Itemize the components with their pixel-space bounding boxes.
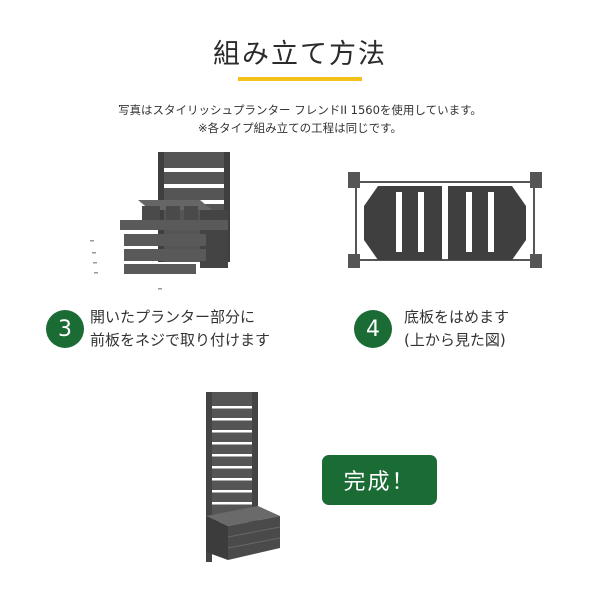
page-title: 組み立て方法 [213, 39, 387, 70]
planter-box-open [120, 200, 228, 268]
step4-line2: (上から見た図) [404, 331, 506, 349]
bottom-boards [364, 186, 526, 260]
planter-box [206, 506, 281, 560]
front-boards [124, 234, 206, 274]
step3-line2: 前板をネジで取り付けます [90, 331, 271, 349]
completed-planter-illustration [206, 392, 281, 562]
note-same-process: ※各タイプ組み立ての工程は同じです。 [198, 121, 402, 135]
step4-illustration [348, 172, 542, 268]
step3-line1: 開いたプランター部分に [90, 308, 256, 326]
completion-badge: 完成！ [322, 455, 437, 505]
corner-posts [348, 172, 542, 268]
trellis-panel [206, 392, 258, 562]
step3-text: 開いたプランター部分に 前板をネジで取り付けます [90, 306, 270, 352]
screws [90, 240, 162, 290]
step-number-badge: 4 [354, 310, 392, 348]
step-number: 4 [366, 316, 380, 342]
frame-outline [355, 181, 535, 261]
step-number: 3 [58, 316, 72, 342]
step-number-badge: 3 [46, 310, 84, 348]
step4-text: 底板をはめます (上から見た図) [404, 306, 509, 352]
step3-illustration [90, 152, 230, 290]
title-underline [238, 77, 362, 81]
step4-line1: 底板をはめます [404, 308, 510, 326]
note-product: 写真はスタイリッシュプランター フレンドII 1560を使用しています。 [118, 103, 482, 117]
board-gaps [396, 192, 494, 252]
